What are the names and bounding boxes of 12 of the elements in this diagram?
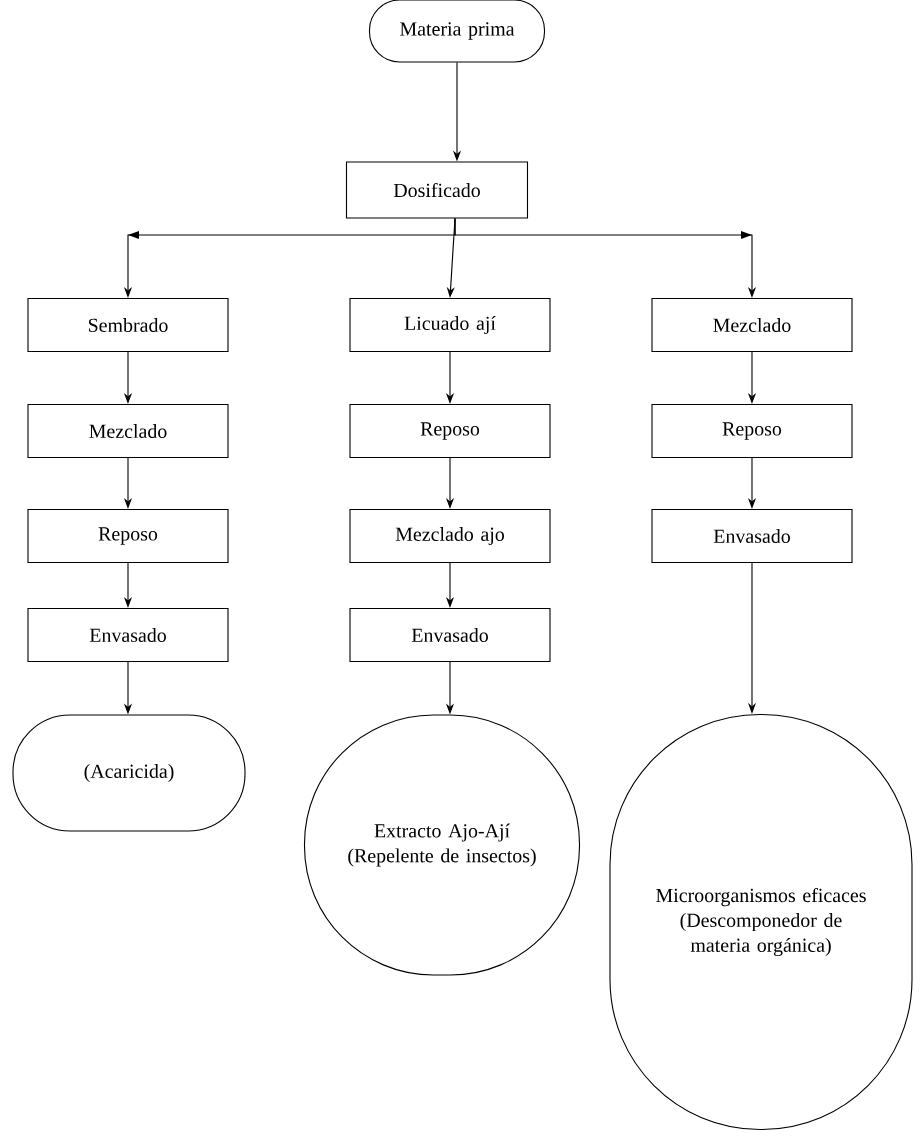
process-box: Mezclado ajo xyxy=(349,508,551,564)
process-box: Mezclado xyxy=(651,297,853,353)
process-box: Licuado ají xyxy=(349,297,551,353)
process-box: Envasado xyxy=(27,607,229,663)
process-box: Envasado xyxy=(651,508,853,564)
process-box: Mezclado xyxy=(27,403,229,459)
process-box: Reposo xyxy=(651,403,853,459)
process-box: Sembrado xyxy=(27,297,229,353)
process-box: Dosificado xyxy=(345,161,529,219)
process-box: Reposo xyxy=(27,508,229,564)
process-box: Envasado xyxy=(349,607,551,663)
process-box: Reposo xyxy=(349,403,551,459)
